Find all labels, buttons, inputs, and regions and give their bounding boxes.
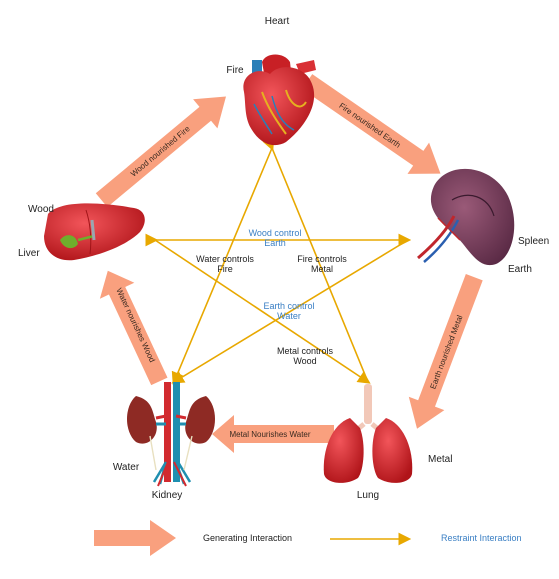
restraint-line-fire-water: [171, 147, 273, 385]
water-label: Water: [113, 462, 140, 473]
label-fire-controls-2: Metal: [311, 264, 333, 274]
label-fire-controls-1: Fire controls: [297, 254, 347, 264]
restraint-line-earth-water: [171, 239, 409, 384]
heart-illustration: [243, 54, 316, 146]
spleen-label: Spleen: [518, 236, 549, 247]
label-water-controls-1: Water controls: [196, 254, 254, 264]
restraint-line-wood-metal: [154, 239, 371, 384]
generating-arrow-water-wood: Water nourishes Wood: [99, 270, 168, 386]
spleen-illustration: [417, 168, 515, 266]
liver-illustration: [44, 203, 145, 261]
arrow-label-water-wood: Water nourishes Wood: [114, 287, 156, 364]
generating-arrow-wood-fire: Wood nourished Fire: [95, 96, 226, 208]
label-earth-control-2: Water: [277, 311, 301, 321]
wood-label: Wood: [28, 204, 54, 215]
restraint-line-fire-metal: [262, 136, 369, 383]
restraint-star: [145, 136, 412, 385]
lung-label: Lung: [357, 490, 379, 501]
label-metal-controls-2: Wood: [293, 356, 316, 366]
label-wood-control-1: Wood control: [249, 228, 302, 238]
metal-label: Metal: [428, 454, 452, 465]
liver-label: Liver: [18, 248, 40, 259]
heart-label: Heart: [265, 16, 290, 27]
earth-label: Earth: [508, 264, 532, 275]
label-water-controls-2: Fire: [217, 264, 233, 274]
label-earth-control-1: Earth control: [263, 301, 314, 311]
arrow-label-wood-fire: Wood nourished Fire: [129, 124, 192, 179]
restraint-labels: Wood control Earth Water controls Fire F…: [196, 228, 347, 366]
fire-label: Fire: [226, 65, 244, 76]
arrow-label-metal-water: Metal Nourishes Water: [229, 430, 310, 439]
arrow-label-fire-earth: Fire nourished Earth: [337, 101, 402, 150]
label-metal-controls-1: Metal controls: [277, 346, 334, 356]
generating-arrow-fire-earth: Fire nourished Earth: [302, 74, 441, 174]
legend-generating-label: Generating Interaction: [203, 533, 292, 543]
generating-arrow-earth-metal: Earth nourished Metal: [408, 273, 483, 429]
lung-illustration: [323, 384, 413, 483]
legend-generating-arrow: [94, 520, 176, 556]
kidney-label: Kidney: [152, 490, 183, 501]
kidney-illustration: [127, 382, 215, 487]
legend-restraint-label: Restraint Interaction: [441, 533, 522, 543]
legend: Generating Interaction Restraint Interac…: [94, 520, 522, 556]
generating-arrow-metal-water: Metal Nourishes Water: [212, 415, 334, 453]
label-wood-control-2: Earth: [264, 238, 286, 248]
